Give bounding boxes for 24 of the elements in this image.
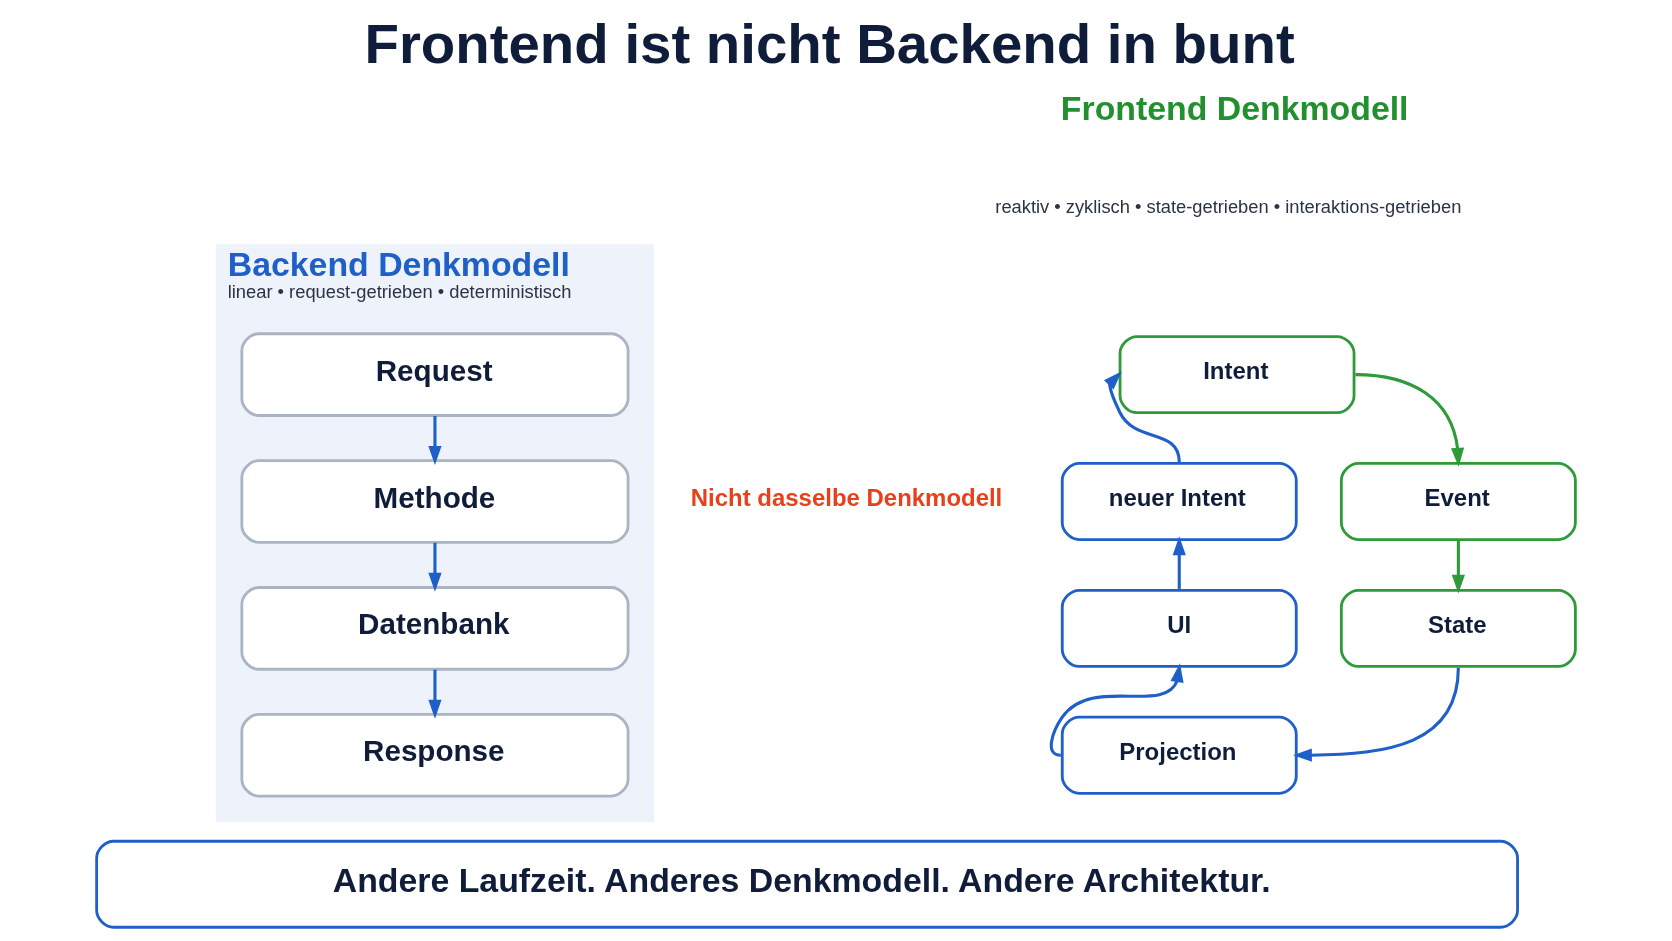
node-box: UI	[1060, 588, 1298, 668]
node-box: Methode	[240, 459, 630, 544]
arrow	[1049, 663, 1184, 757]
node-box: Datenbank	[240, 586, 630, 671]
label: reaktiv • zyklisch • state-getrieben • interaktions-getrieben	[995, 196, 1462, 218]
arrow	[1292, 667, 1460, 762]
node-box: Request	[240, 332, 630, 417]
arrow	[1103, 371, 1181, 463]
arrow	[428, 416, 442, 465]
label: Nicht dasselbe Denkmodell	[690, 483, 1003, 511]
label: Frontend Denkmodell	[1060, 88, 1409, 127]
arrow	[1172, 536, 1186, 589]
diagram-title: Frontend ist nicht Backend in bunt	[364, 12, 1295, 76]
node-box: neuer Intent	[1060, 462, 1298, 541]
node-box: Projection	[1060, 715, 1298, 795]
node-box: State	[1339, 588, 1577, 668]
node-box: Response	[240, 712, 630, 798]
node-box: Event	[1339, 462, 1577, 541]
node-box: Andere Laufzeit. Anderes Denkmodell. Andere Architektur.	[95, 839, 1519, 929]
arrow	[428, 669, 442, 719]
arrow	[428, 542, 442, 592]
arrow	[1355, 373, 1465, 467]
node-box: Intent	[1118, 335, 1356, 415]
arrow	[1451, 541, 1465, 594]
